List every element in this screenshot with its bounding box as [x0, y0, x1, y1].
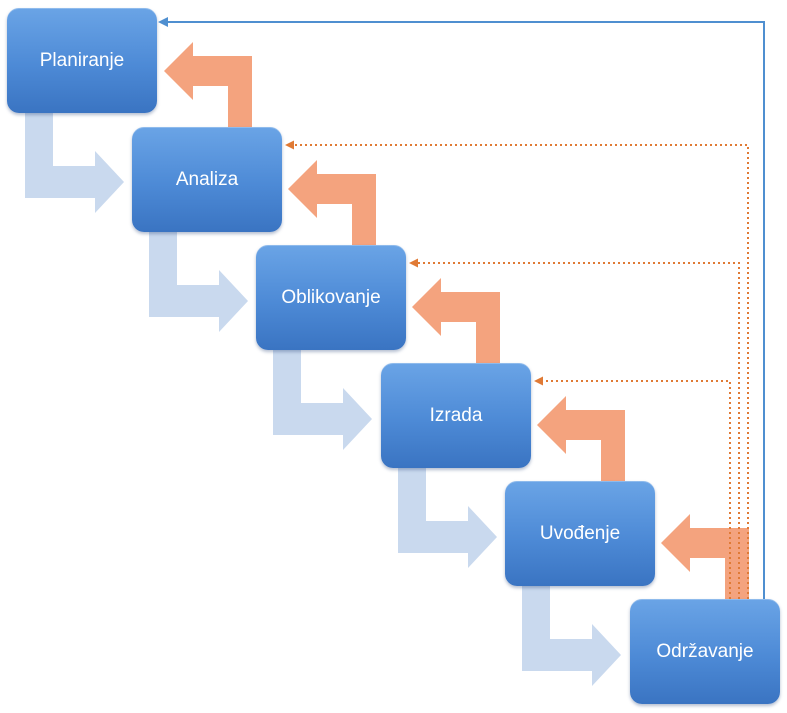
phase-label: Izrada	[429, 404, 483, 426]
return-line-to-planiranje	[158, 17, 765, 599]
feedback-to-oblikovanje	[409, 258, 740, 599]
phase-analiza: Analiza	[132, 127, 282, 232]
forward-arrows	[25, 113, 621, 686]
phase-label: Održavanje	[656, 640, 754, 662]
back-arrow-4	[537, 396, 625, 481]
forward-arrow-3	[273, 350, 372, 450]
phase-label: Analiza	[175, 168, 239, 190]
back-arrow-2	[288, 160, 376, 245]
forward-arrow-4	[398, 468, 497, 568]
phase-oblikovanje: Oblikovanje	[256, 245, 406, 350]
back-arrow-3	[412, 278, 500, 363]
back-arrow-5	[661, 514, 749, 599]
forward-arrow-5	[522, 586, 621, 686]
forward-arrow-2	[149, 232, 248, 332]
back-arrows	[164, 42, 749, 599]
phase-uvodjenje: Uvođenje	[505, 481, 655, 586]
phase-label: Uvođenje	[539, 522, 621, 544]
phase-label: Planiranje	[39, 49, 125, 71]
phase-odrzavanje: Održavanje	[630, 599, 780, 704]
feedback-lines	[285, 140, 749, 599]
phase-planiranje: Planiranje	[7, 8, 157, 113]
phase-label: Oblikovanje	[281, 286, 381, 308]
feedback-to-analiza	[285, 140, 749, 599]
forward-arrow-1	[25, 113, 124, 213]
phase-izrada: Izrada	[381, 363, 531, 468]
back-arrow-1	[164, 42, 252, 127]
